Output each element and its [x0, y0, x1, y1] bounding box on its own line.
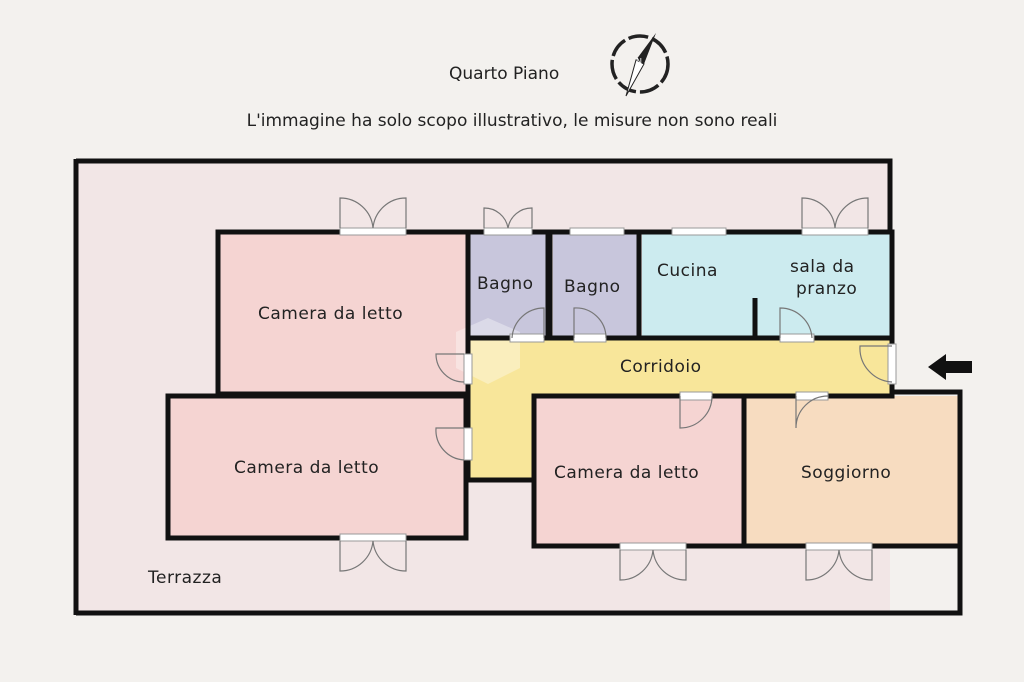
room-bedroom-2 [168, 397, 466, 537]
room-corridor [468, 338, 892, 480]
label-bedroom-3: Camera da letto [554, 463, 699, 483]
label-bathroom-1: Bagno [477, 274, 534, 294]
room-bathroom-1 [468, 232, 548, 338]
label-bedroom-2: Camera da letto [234, 458, 379, 478]
floor-title: Quarto Piano [449, 64, 560, 84]
label-terrace: Terrazza [147, 568, 222, 588]
windows [339, 197, 873, 581]
room-bedroom-1 [218, 232, 468, 394]
label-dining-line2: pranzo [796, 279, 857, 299]
arrow-left-icon [928, 354, 972, 380]
label-living: Soggiorno [801, 463, 891, 483]
room-kitchen [642, 232, 892, 338]
room-bathroom-2 [553, 232, 639, 338]
compass-north-icon: N [610, 33, 670, 97]
interior-doors [435, 307, 897, 461]
room-living [746, 396, 960, 546]
label-bedroom-1: Camera da letto [258, 304, 403, 324]
disclaimer-text: L'immagine ha solo scopo illustrativo, l… [246, 111, 778, 131]
label-bathroom-2: Bagno [564, 277, 621, 297]
compass-letter: N [636, 57, 642, 66]
room-bedroom-3 [534, 396, 744, 546]
label-dining-line1: sala da [790, 257, 855, 277]
label-kitchen: Cucina [657, 261, 718, 281]
label-corridor: Corridoio [620, 357, 702, 377]
